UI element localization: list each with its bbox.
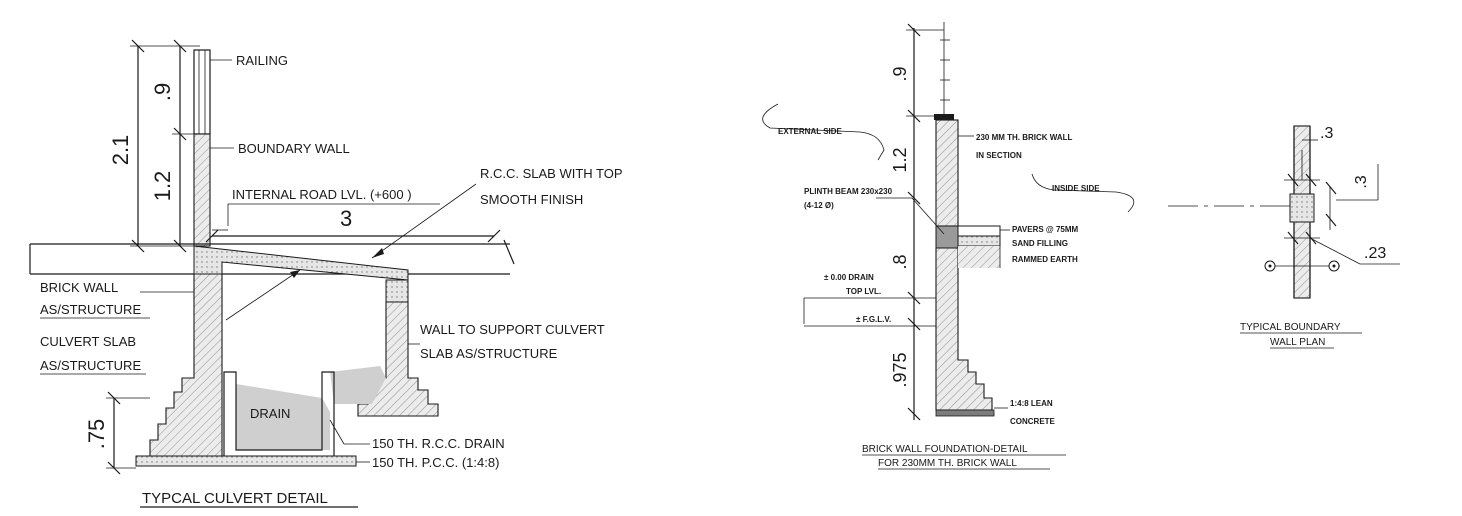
- dim-plan-03b: .3: [1353, 175, 1370, 188]
- label-brick-wall-line2: AS/STRUCTURE: [40, 302, 141, 317]
- dim-plan-023: .23: [1364, 245, 1386, 262]
- label-drain-top-1: ± 0.00 DRAIN: [824, 273, 874, 282]
- label-plinth-beam-2: (4-12 Ø): [804, 201, 834, 210]
- label-pavers: PAVERS @ 75MM: [1012, 225, 1079, 234]
- label-lean-concrete-1: 1:4:8 LEAN: [1010, 399, 1053, 408]
- label-support-wall-line2: SLAB AS/STRUCTURE: [420, 346, 558, 361]
- label-rcc-slab-line2: SMOOTH FINISH: [480, 192, 583, 207]
- culvert-detail: 2.1 .9 1.2 RAILING BOUNDARY WALL INTERNA…: [29, 39, 623, 508]
- label-culvert-slab-line2: AS/STRUCTURE: [40, 358, 141, 373]
- dim-0-9: .9: [150, 83, 175, 101]
- label-brick-wall-line1: BRICK WALL: [40, 280, 118, 295]
- label-lean-concrete-2: CONCRETE: [1010, 417, 1056, 426]
- label-rammed-earth: RAMMED EARTH: [1012, 255, 1078, 264]
- plan-title-1: TYPICAL BOUNDARY: [1240, 322, 1341, 333]
- dim-3: 3: [340, 206, 352, 231]
- foundation-detail: .9 1.2 .8 .975 EXTERNAL SIDE 230 MM TH. …: [762, 22, 1135, 470]
- dim-f-12: 1.2: [890, 147, 910, 172]
- label-support-wall-line1: WALL TO SUPPORT CULVERT: [420, 322, 605, 337]
- boundary-wall-plan: .3 .3 .23 TYPICAL BOUNDARY WALL PLAN: [1168, 125, 1400, 349]
- label-internal-road: INTERNAL ROAD LVL. (+600 ): [232, 187, 412, 202]
- dim-f-09: .9: [890, 66, 910, 81]
- dim-1-2: 1.2: [150, 171, 175, 202]
- label-brick-wall-section-2: IN SECTION: [976, 151, 1022, 160]
- label-boundary-wall: BOUNDARY WALL: [238, 141, 350, 156]
- label-plinth-beam-1: PLINTH BEAM 230x230: [804, 187, 893, 196]
- dim-f-0975: .975: [890, 352, 910, 387]
- label-rcc-slab-line1: R.C.C. SLAB WITH TOP: [480, 166, 623, 181]
- label-culvert-slab-line1: CULVERT SLAB: [40, 334, 136, 349]
- label-brick-wall-section-1: 230 MM TH. BRICK WALL: [976, 133, 1073, 142]
- label-external-side: EXTERNAL SIDE: [778, 127, 843, 136]
- label-fglv: ± F.G.L.V.: [856, 315, 891, 324]
- label-sand-filling: SAND FILLING: [1012, 239, 1068, 248]
- label-rcc-drain: 150 TH. R.C.C. DRAIN: [372, 436, 505, 451]
- foundation-title-2: FOR 230MM TH. BRICK WALL: [878, 458, 1017, 469]
- dim-f-08: .8: [890, 254, 910, 269]
- label-drain-top-2: TOP LVL.: [846, 287, 881, 296]
- dim-0-75: .75: [84, 419, 109, 450]
- label-railing: RAILING: [236, 53, 288, 68]
- dim-2-1: 2.1: [108, 135, 133, 166]
- foundation-title-1: BRICK WALL FOUNDATION-DETAIL: [862, 444, 1028, 455]
- culvert-title: TYPCAL CULVERT DETAIL: [142, 490, 328, 507]
- label-pcc: 150 TH. P.C.C. (1:4:8): [372, 455, 499, 470]
- label-inside-side: INSIDE SIDE: [1052, 184, 1100, 193]
- dim-plan-03a: .3: [1320, 125, 1333, 142]
- plan-title-2: WALL PLAN: [1270, 337, 1325, 348]
- label-drain: DRAIN: [250, 406, 290, 421]
